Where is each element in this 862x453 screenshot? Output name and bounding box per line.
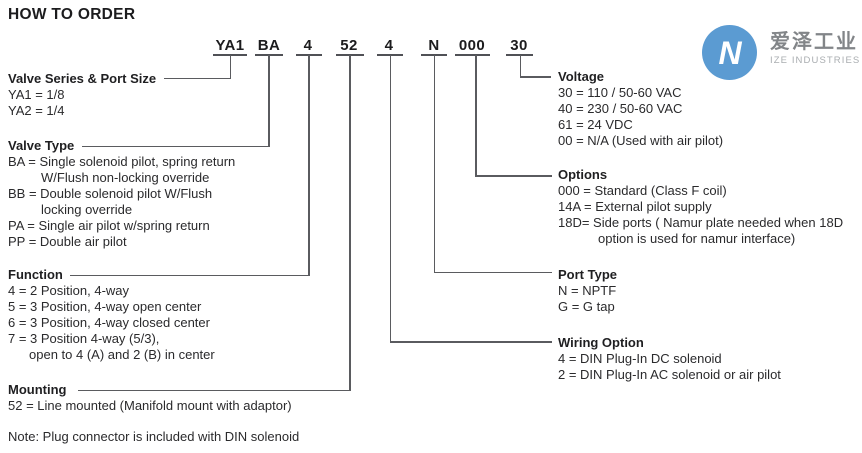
connector-hline-valve-series bbox=[164, 77, 231, 79]
page-title: HOW TO ORDER bbox=[8, 6, 136, 23]
section-line: 7 = 3 Position 4-way (5/3), bbox=[8, 331, 160, 346]
connector-vline-valve-type bbox=[268, 55, 270, 147]
section-line: 5 = 3 Position, 4-way open center bbox=[8, 299, 202, 314]
connector-vline-mounting bbox=[349, 55, 351, 391]
connector-hline-port-type bbox=[433, 271, 552, 273]
connector-hline-wiring bbox=[389, 341, 552, 343]
section-line: YA2 = 1/4 bbox=[8, 103, 65, 118]
section-wiring-option: Wiring Option 4 = DIN Plug-In DC solenoi… bbox=[558, 335, 781, 383]
section-title: Port Type bbox=[558, 267, 617, 282]
section-valve-type: Valve Type BA = Single solenoid pilot, s… bbox=[8, 138, 235, 250]
section-options: Options 000 = Standard (Class F coil) 14… bbox=[558, 167, 843, 247]
connector-vline-options bbox=[475, 55, 477, 175]
section-mounting: Mounting 52 = Line mounted (Manifold mou… bbox=[8, 382, 292, 414]
part-code-options: 000 bbox=[458, 37, 486, 54]
part-code-valve-series: YA1 bbox=[215, 37, 245, 54]
section-line: 2 = DIN Plug-In AC solenoid or air pilot bbox=[558, 367, 781, 382]
logo-icon: N bbox=[702, 25, 757, 80]
section-line: 18D= Side ports ( Namur plate needed whe… bbox=[558, 215, 844, 230]
svg-text:N: N bbox=[718, 35, 742, 71]
section-line: open to 4 (A) and 2 (B) in center bbox=[29, 347, 215, 362]
connector-hline-valve-type bbox=[82, 145, 270, 147]
connector-hline-function bbox=[70, 274, 310, 276]
section-port-type: Port Type N = NPTF G = G tap bbox=[558, 267, 617, 315]
section-line: BB = Double solenoid pilot W/Flush bbox=[8, 186, 213, 201]
brand-name-chinese: 爱泽工业 bbox=[770, 31, 858, 53]
note-text: Note: Plug connector is included with DI… bbox=[8, 429, 300, 444]
part-code-function: 4 bbox=[303, 37, 313, 54]
connector-vline-wiring bbox=[389, 55, 391, 342]
section-line: option is used for namur interface) bbox=[598, 231, 796, 246]
brand-name-english: IZE INDUSTRIES bbox=[770, 55, 861, 66]
section-line: N = NPTF bbox=[558, 283, 617, 298]
part-code-voltage: 30 bbox=[510, 37, 528, 54]
section-function: Function 4 = 2 Position, 4-way 5 = 3 Pos… bbox=[8, 267, 215, 363]
connector-vline-voltage bbox=[519, 55, 521, 76]
section-voltage: Voltage 30 = 110 / 50-60 VAC 40 = 230 / … bbox=[558, 69, 723, 149]
section-line: 4 = 2 Position, 4-way bbox=[8, 283, 130, 298]
section-line: 61 = 24 VDC bbox=[558, 117, 633, 132]
section-line: locking override bbox=[41, 202, 133, 217]
section-line: 6 = 3 Position, 4-way closed center bbox=[8, 315, 210, 330]
section-line: G = G tap bbox=[558, 299, 615, 314]
section-line: 40 = 230 / 50-60 VAC bbox=[558, 101, 683, 116]
section-title: Valve Type bbox=[8, 138, 75, 153]
logo: N 爱泽工业 IZE INDUSTRIES bbox=[702, 25, 860, 80]
part-code-mounting: 52 bbox=[340, 37, 358, 54]
connector-vline-valve-series bbox=[229, 55, 231, 79]
logo-text: 爱泽工业 IZE INDUSTRIES bbox=[770, 25, 860, 66]
section-line: 52 = Line mounted (Manifold mount with a… bbox=[8, 398, 292, 413]
section-line: 30 = 110 / 50-60 VAC bbox=[558, 85, 682, 100]
section-line: 000 = Standard (Class F coil) bbox=[558, 183, 727, 198]
section-line: YA1 = 1/8 bbox=[8, 87, 65, 102]
connector-vline-port-type bbox=[433, 55, 435, 272]
section-line: 00 = N/A (Used with air pilot) bbox=[558, 133, 724, 148]
connector-vline-function bbox=[308, 55, 310, 276]
section-title: Wiring Option bbox=[558, 335, 644, 350]
connector-hline-options bbox=[475, 175, 552, 177]
section-line: BA = Single solenoid pilot, spring retur… bbox=[8, 154, 236, 169]
section-title: Valve Series & Port Size bbox=[8, 71, 157, 86]
section-line: W/Flush non-locking override bbox=[41, 170, 210, 185]
section-title: Voltage bbox=[558, 69, 604, 84]
part-code-valve-type: BA bbox=[257, 37, 281, 54]
section-line: PA = Single air pilot w/spring return bbox=[8, 218, 210, 233]
section-title: Mounting bbox=[8, 382, 67, 397]
part-code-underline bbox=[455, 54, 490, 56]
section-line: 14A = External pilot supply bbox=[558, 199, 712, 214]
part-code-port-type: N bbox=[428, 37, 440, 54]
part-code-wiring: 4 bbox=[384, 37, 394, 54]
section-title: Function bbox=[8, 267, 63, 282]
connector-hline-mounting bbox=[78, 389, 351, 391]
section-line: 4 = DIN Plug-In DC solenoid bbox=[558, 351, 722, 366]
section-valve-series: Valve Series & Port Size YA1 = 1/8 YA2 =… bbox=[8, 71, 156, 119]
section-title: Options bbox=[558, 167, 608, 182]
connector-hline-voltage bbox=[519, 76, 551, 78]
section-line: PP = Double air pilot bbox=[8, 234, 127, 249]
